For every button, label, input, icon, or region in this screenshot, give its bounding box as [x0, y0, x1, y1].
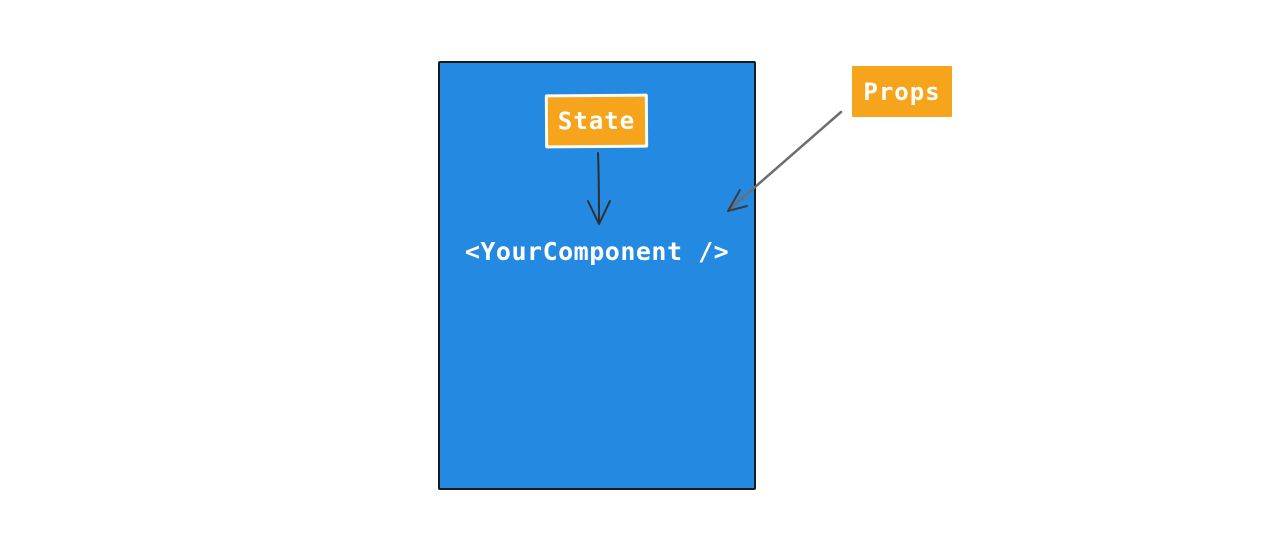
- component-label: <YourComponent />: [464, 237, 730, 266]
- state-badge: State: [544, 93, 649, 149]
- props-badge-label: Props: [863, 77, 941, 106]
- props-badge: Props: [852, 66, 952, 117]
- state-badge-label: State: [557, 106, 636, 136]
